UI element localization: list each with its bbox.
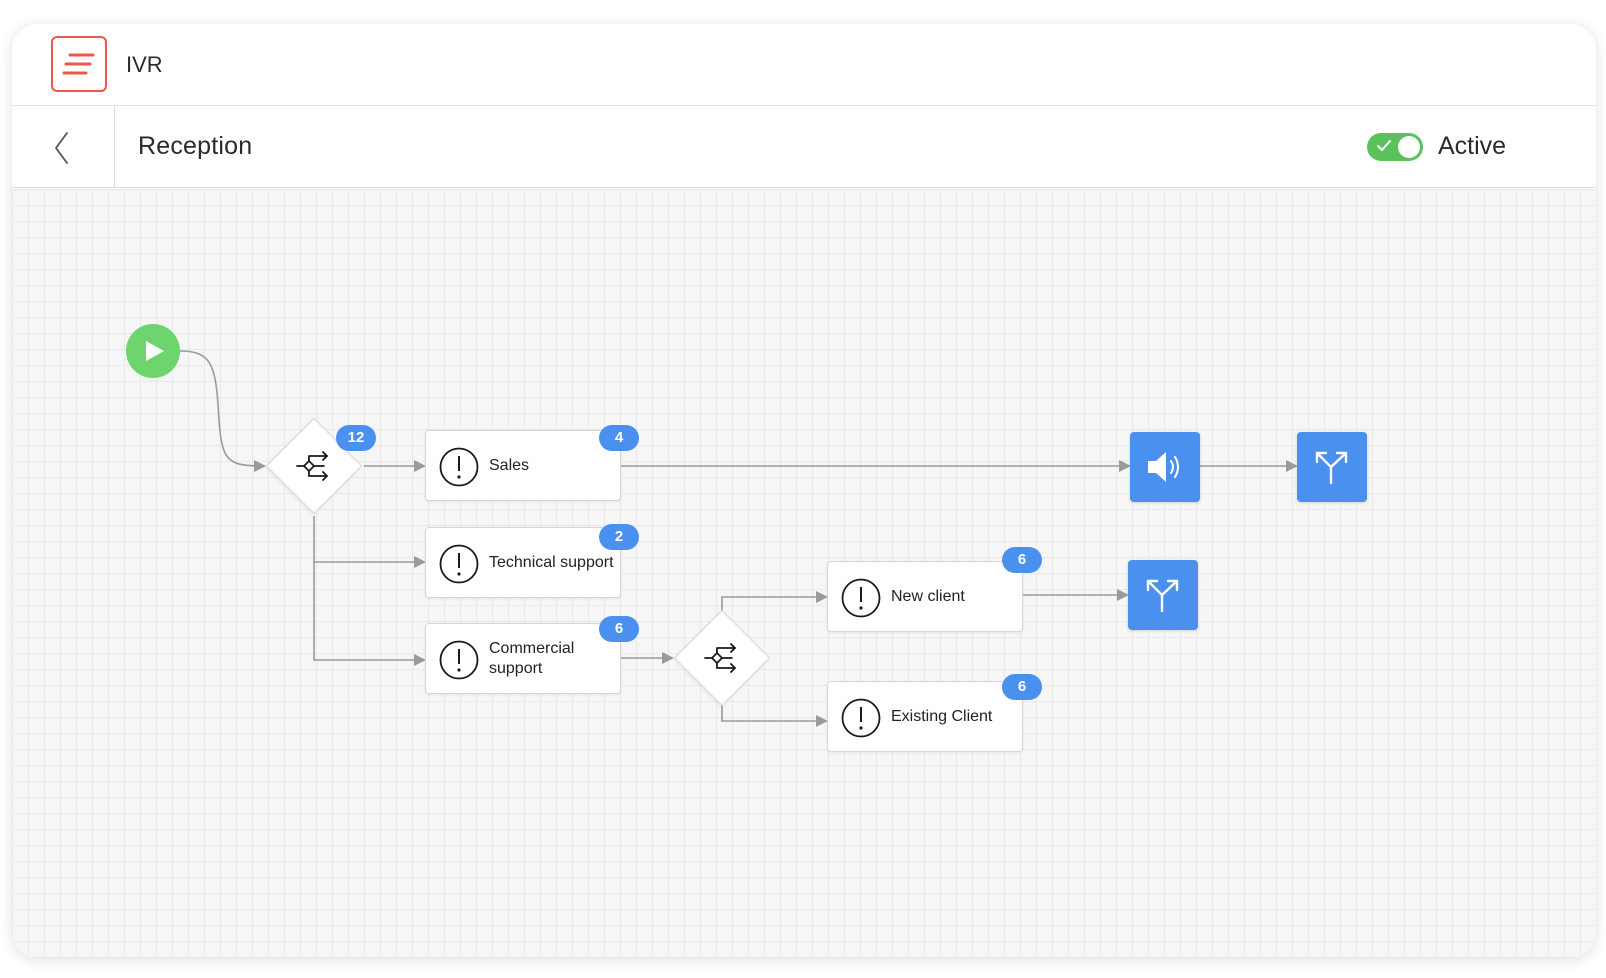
alert-icon: [439, 447, 479, 487]
chevron-left-icon: [55, 132, 68, 164]
page-title: Reception: [138, 132, 253, 160]
active-toggle[interactable]: [1367, 133, 1423, 161]
menu-node-existing-client[interactable]: Existing Client: [827, 681, 1023, 752]
back-button[interactable]: [12, 106, 115, 188]
forward-action[interactable]: [1297, 432, 1367, 502]
menu-node-commercial-support[interactable]: Commercial support: [425, 623, 621, 694]
play-message-action[interactable]: [1130, 432, 1200, 502]
node-count-badge: 4: [599, 425, 639, 451]
menu-logo-icon[interactable]: [51, 36, 107, 92]
forward-action[interactable]: [1128, 560, 1198, 630]
edge-router-commercial: [313, 562, 426, 666]
play-icon: [146, 341, 164, 361]
edge-router-technical: [313, 516, 426, 568]
router-count-badge: 12: [336, 425, 376, 451]
menu-node-technical-support[interactable]: Technical support: [425, 527, 621, 598]
edge-start-router: [179, 350, 266, 472]
split-arrows-icon: [1315, 451, 1348, 485]
menu-node-label: New client: [891, 587, 965, 605]
menu-node-new-client[interactable]: New client: [827, 561, 1023, 632]
toggle-knob: [1398, 136, 1420, 158]
start-node[interactable]: [126, 324, 180, 378]
flow-connectors: [179, 350, 1298, 727]
alert-icon: [841, 578, 881, 618]
app-header: IVR: [12, 24, 1596, 106]
check-icon: [1377, 140, 1391, 151]
node-count-badge: 6: [1002, 674, 1042, 700]
node-count-badge: 6: [1002, 547, 1042, 573]
edge-router-newclient: [721, 591, 828, 611]
flow-canvas[interactable]: 12 Sales 4 Technical support 2: [12, 189, 1596, 958]
menu-node-label: Technical support: [489, 553, 614, 571]
menu-node-sales[interactable]: Sales: [425, 430, 621, 501]
alert-icon: [439, 544, 479, 584]
toggle-label: Active: [1438, 132, 1507, 160]
app-title: IVR: [126, 52, 163, 77]
node-count-badge: 6: [599, 616, 639, 642]
flow-toolbar: Reception Active: [12, 106, 1596, 188]
branch-icon: [704, 643, 736, 673]
app-window: IVR Reception Active: [12, 24, 1596, 958]
split-arrows-icon: [1146, 579, 1179, 613]
alert-icon: [841, 698, 881, 738]
speaker-icon: [1148, 452, 1179, 482]
menu-node-label: Sales: [489, 456, 530, 474]
branch-icon: [296, 451, 328, 481]
alert-icon: [439, 640, 479, 680]
menu-node-label: Commercial support: [489, 639, 575, 677]
node-count-badge: 2: [599, 524, 639, 550]
edge-router-existing: [721, 705, 828, 727]
menu-node-label: Existing Client: [891, 707, 993, 725]
